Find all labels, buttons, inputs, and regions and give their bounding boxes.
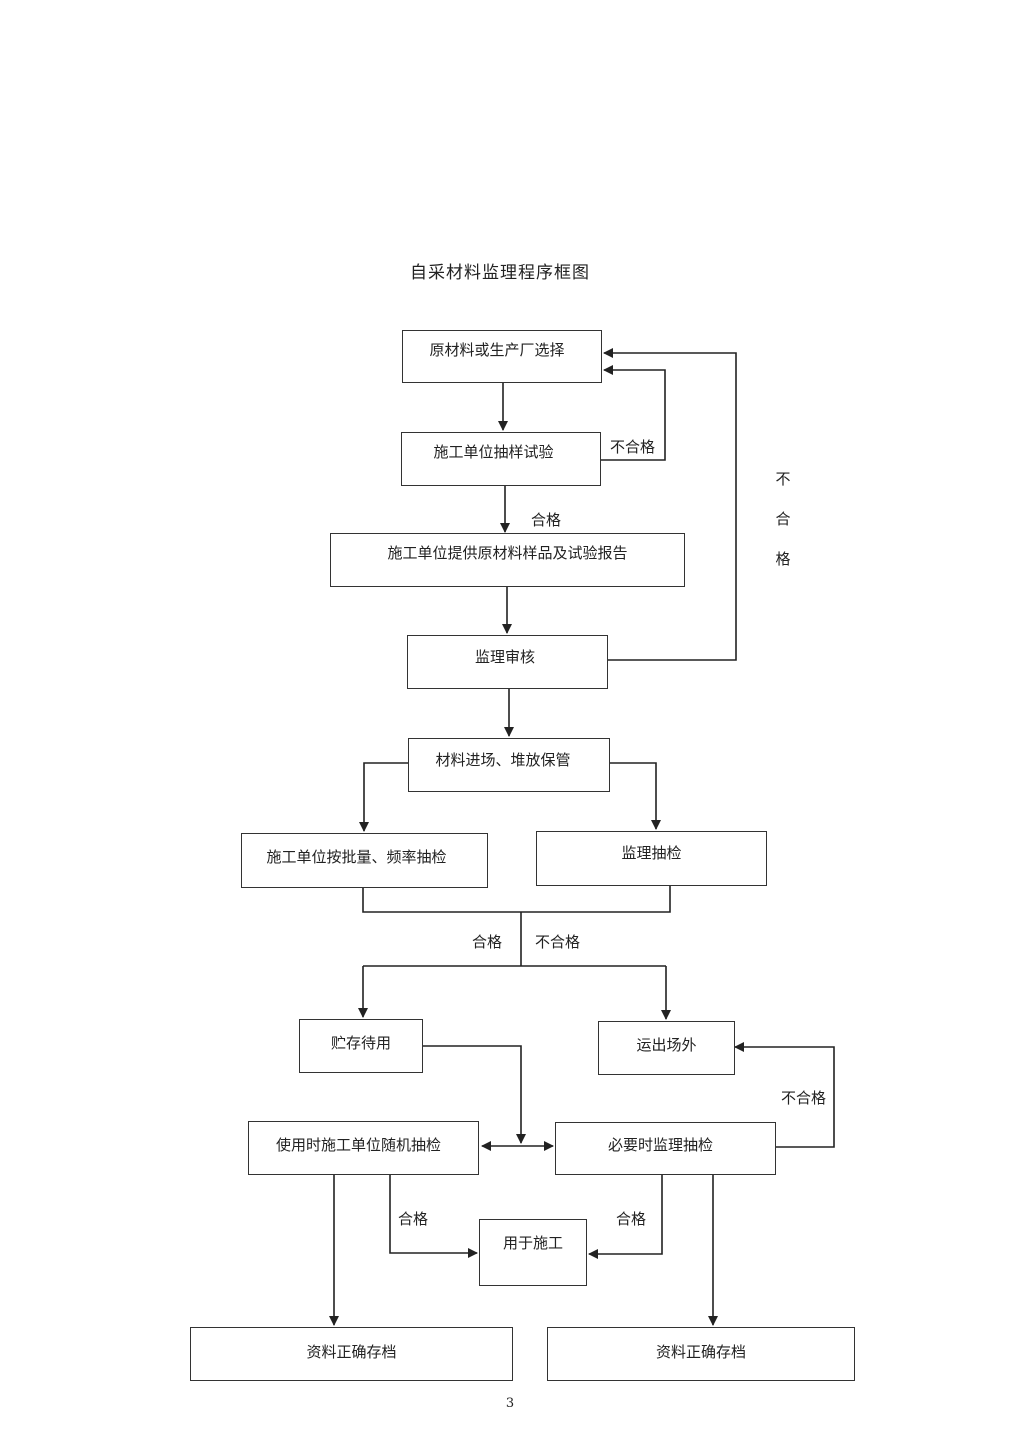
box-label: 监理抽检 [621, 844, 682, 862]
box-material-selection: 原材料或生产厂选择 [402, 330, 602, 383]
box-label: 资料正确存档 [306, 1343, 397, 1361]
arrow-entry-to-batch [359, 762, 408, 832]
box-label: 使用时施工单位随机抽检 [275, 1136, 441, 1154]
label-fail-sup2: 不合格 [781, 1089, 827, 1107]
box-sample-test: 施工单位抽样试验 [401, 432, 601, 486]
box-label: 材料进场、堆放保管 [435, 751, 571, 769]
arrow-random-pass-to-use [389, 1175, 478, 1258]
box-storage: 贮存待用 [299, 1019, 423, 1073]
box-supervisor-check-2: 必要时监理抽检 [555, 1122, 776, 1175]
merge-bracket [362, 886, 671, 913]
page-number: 3 [505, 1396, 515, 1411]
box-label: 原材料或生产厂选择 [429, 341, 565, 359]
label-fail-review-char-1: 不 [775, 470, 791, 488]
box-supervisor-check: 监理抽检 [536, 831, 767, 886]
label-fail-split: 不合格 [535, 933, 581, 951]
label-pass-split: 合格 [472, 933, 503, 951]
box-label: 必要时监理抽检 [607, 1136, 713, 1154]
label-pass-sup2: 合格 [616, 1210, 647, 1228]
box-label: 运出场外 [636, 1036, 697, 1054]
box-supervisor-review: 监理审核 [407, 635, 608, 689]
arrow-test-fail-loop [601, 365, 666, 461]
box-batch-check: 施工单位按批量、频率抽检 [241, 833, 488, 888]
label-fail-review-char-2: 合 [775, 510, 791, 528]
box-label: 施工单位抽样试验 [433, 443, 554, 461]
box-label: 贮存待用 [330, 1034, 391, 1052]
label-pass-random: 合格 [398, 1210, 429, 1228]
box-label: 施工单位按批量、频率抽检 [266, 848, 447, 866]
arrow-sup2-fail-to-remove [734, 1042, 835, 1148]
box-material-entry: 材料进场、堆放保管 [408, 738, 610, 792]
arrow-storage-to-junction [423, 1045, 526, 1144]
box-label: 资料正确存档 [655, 1343, 746, 1361]
label-fail-review-char-3: 格 [775, 550, 791, 568]
box-provide-report: 施工单位提供原材料样品及试验报告 [330, 533, 685, 587]
arrow-sup2-pass-to-use [588, 1175, 663, 1259]
arrow-review-fail-loop [603, 348, 737, 661]
arrow-entry-to-sup [610, 762, 661, 830]
box-random-check: 使用时施工单位随机抽检 [248, 1121, 479, 1175]
label-pass-test: 合格 [531, 511, 562, 529]
box-label: 施工单位提供原材料样品及试验报告 [387, 544, 628, 562]
diagram-title: 自采材料监理程序框图 [410, 263, 590, 283]
box-archive-left: 资料正确存档 [190, 1327, 513, 1381]
box-label: 用于施工 [502, 1234, 563, 1252]
box-use: 用于施工 [479, 1219, 587, 1286]
box-label: 监理审核 [474, 648, 535, 666]
box-archive-right: 资料正确存档 [547, 1327, 855, 1381]
label-fail-test: 不合格 [610, 438, 656, 456]
box-remove: 运出场外 [598, 1021, 735, 1075]
